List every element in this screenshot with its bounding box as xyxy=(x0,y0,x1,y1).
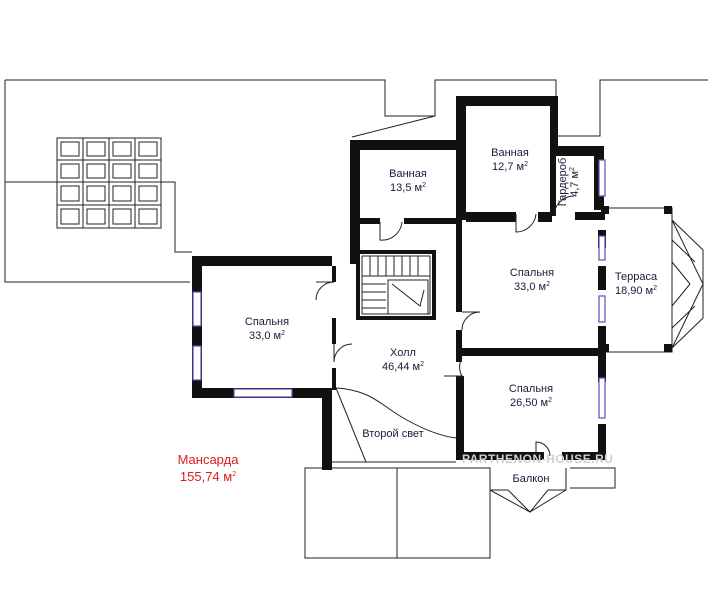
staircase xyxy=(361,255,431,315)
bedroom-left-area: 33,0 м xyxy=(249,330,281,342)
floor-name: Мансарда xyxy=(178,452,240,467)
svg-text:4,7 м2: 4,7 м2 xyxy=(569,167,581,197)
wardrobe-name: Гардероб xyxy=(557,158,569,206)
svg-text:33,0 м2: 33,0 м2 xyxy=(514,281,550,293)
bath-left-area: 13,5 м xyxy=(390,182,422,194)
floor-total: Мансарда 155,74 м2 xyxy=(178,452,240,484)
svg-text:13,5 м2: 13,5 м2 xyxy=(390,182,426,194)
bedroom-left-name: Спальня xyxy=(245,316,289,328)
bedroom-lower-name: Спальня xyxy=(509,383,553,395)
bedroom-right-area: 33,0 м xyxy=(514,281,546,293)
wardrobe-area: 4,7 м xyxy=(569,171,581,197)
balcony-label: Балкон xyxy=(513,473,550,485)
bedroom-right-name: Спальня xyxy=(510,267,554,279)
svg-text:46,44 м2: 46,44 м2 xyxy=(382,361,424,373)
svg-text:12,7 м2: 12,7 м2 xyxy=(492,161,528,173)
bath-right-area: 12,7 м xyxy=(492,161,524,173)
room-labels: Ванная 13,5 м2 Ванная 12,7 м2 Гардероб 4… xyxy=(245,147,658,485)
hall-area: 46,44 м xyxy=(382,361,420,373)
second-light-label: Второй свет xyxy=(362,428,423,440)
terrace-area: 18,90 м xyxy=(615,285,653,297)
skylight-grid xyxy=(56,137,162,229)
watermark: PARTHENON-HOUSE.RU xyxy=(462,452,613,466)
hall-name: Холл xyxy=(390,347,416,359)
bedroom-lower-area: 26,50 м xyxy=(510,397,548,409)
svg-text:18,90 м2: 18,90 м2 xyxy=(615,285,657,297)
bath-right-name: Ванная xyxy=(491,147,529,159)
windows xyxy=(192,159,606,419)
svg-text:26,50 м2: 26,50 м2 xyxy=(510,397,552,409)
floor-area: 155,74 м xyxy=(180,469,232,484)
svg-text:33,0 м2: 33,0 м2 xyxy=(249,330,285,342)
svg-text:155,74 м2: 155,74 м2 xyxy=(180,469,236,484)
second-light-void xyxy=(332,387,457,469)
terrace-roof xyxy=(603,207,704,353)
terrace-name: Терраса xyxy=(615,271,658,283)
bath-left-name: Ванная xyxy=(389,168,427,180)
doors xyxy=(315,195,575,457)
